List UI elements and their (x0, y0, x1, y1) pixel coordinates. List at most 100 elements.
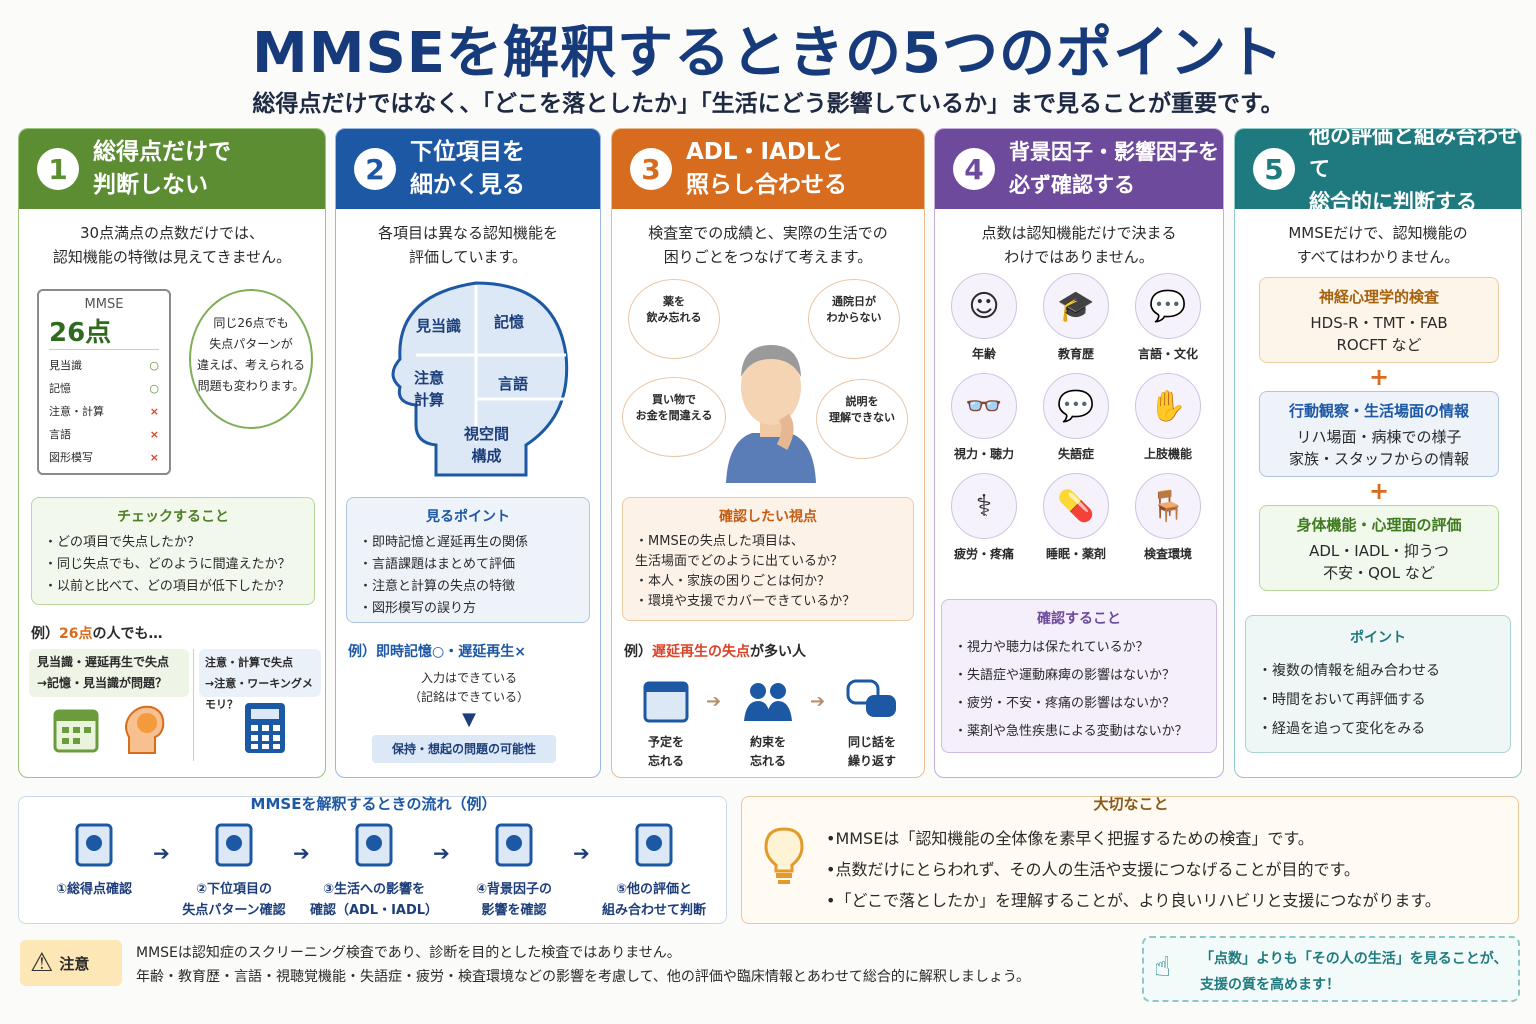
bubble-forget-medicine: 薬を 飲み忘れる (628, 279, 720, 359)
pointing-hand-icon: ☝ (1154, 950, 1172, 983)
flow-step-label: ②下位項目の 失点パターン確認 (182, 882, 286, 918)
confirm-item: 薬剤や急性疾患による変動はないか？ (954, 718, 1204, 746)
important-item: •「どこで落としたか」を理解することが、より良いリハビリと支援につながります。 (826, 891, 1441, 910)
person-question-icon (349, 819, 399, 869)
check-item: 同じ失点でも、どのように間違えたか？ (44, 554, 302, 576)
plus-icon: + (1369, 363, 1390, 391)
evaluation-block-body: HDS-R・TMT・FAB ROCFT など (1310, 314, 1448, 354)
point-2-lead: 各項目は異なる認知機能を 評価しています。 (377, 224, 558, 266)
flow-step: ①総得点確認 (29, 819, 159, 900)
tip-line1: 「点数」よりも「その人の生活」を見ることが、 (1200, 951, 1508, 967)
caution-badge: ⚠注意 (20, 940, 122, 986)
flow-step-label: ③生活への影響を 確認（ADL・IADL） (309, 882, 439, 918)
factor-label: 視力・聴力 (953, 447, 1014, 461)
puzzle-memory: 記憶 (494, 313, 525, 331)
viewpoint-item: MMSEの失点した項目は、 生活場面でどのように出ているか？ (635, 532, 901, 572)
example-suffix: の人でも… (92, 626, 163, 642)
flow-arrow-icon: ➔ (573, 841, 590, 865)
view-points-title: 見るポイント (426, 509, 510, 525)
schedule-calendar-icon (643, 681, 689, 723)
puzzle-attention: 注意 計算 (414, 369, 445, 409)
calendar-icon (53, 709, 99, 753)
point-4-lead: 点数は認知機能だけで決まる わけではありません。 (981, 224, 1177, 266)
point-3-title-line1: ADL・IADLと (686, 139, 844, 165)
sheet-label: MMSE (84, 297, 124, 312)
factor-label: 年齢 (971, 347, 996, 361)
flow-step-label: ④背景因子の 影響を確認 (475, 882, 552, 918)
flow-arrow-icon: ➔ (433, 841, 450, 865)
flow-step-3: 同じ話を 繰り返す (847, 735, 896, 768)
evaluation-block: 行動観察・生活場面の情報リハ場面・病棟での様子 家族・スタッフからの情報 (1259, 391, 1499, 477)
factor-label: 失語症 (1057, 447, 1094, 461)
speech-bubbles-icon (846, 679, 896, 717)
point-3-example-heading: 例）遅延再生の失点が多い人 (624, 644, 806, 660)
sheet-row-mark: ○ (149, 382, 159, 395)
check-item: 以前と比べて、どの項目が低下したか？ (44, 576, 302, 598)
magnifier-icon (489, 819, 539, 869)
confirm-item: 視力や聴力は保たれているか？ (954, 634, 1204, 662)
flow-step-2: 約束を 忘れる (749, 735, 786, 768)
confirm-viewpoint-box: 確認したい視点 MMSEの失点した項目は、 生活場面でどのように出ているか？本人… (622, 497, 914, 621)
point-item: 経過を追って変化をみる (1258, 715, 1498, 744)
point-2-card: 2 下位項目を細かく見る 各項目は異なる認知機能を 評価しています。 見当識 記… (335, 128, 601, 778)
point-5-title-line1: 他の評価と組み合わせて (1309, 128, 1519, 181)
confirm-title: 確認すること (1037, 611, 1121, 627)
point-3-card: 3 ADL・IADLと照らし合わせる 検査室での成績と、実際の生活での 困りごと… (611, 128, 925, 778)
example-b: 注意・計算で失点 →注意・ワーキングメモリ？ (199, 649, 321, 711)
puzzle-orientation: 見当識 (416, 317, 462, 335)
factor-item: ⚕疲労・疼痛 (945, 473, 1023, 562)
point-5-number: 5 (1253, 148, 1295, 190)
point-box: ポイント 複数の情報を組み合わせる時間をおいて再評価する経過を追って変化をみる (1245, 615, 1511, 753)
sheet-row-label: 注意・計算 (49, 405, 104, 418)
puzzle-icon (209, 819, 259, 869)
point-3-lead: 検査室での成績と、実際の生活での 困りごとをつなげて考えます。 (648, 224, 888, 266)
factor-label: 教育歴 (1057, 347, 1094, 361)
brain-head-icon (125, 705, 165, 754)
view-point-item: 言語課題はまとめて評価 (359, 554, 577, 576)
caution-line2: 年齢・教育歴・言語・視聴覚機能・失語症・疲労・検査環境などの影響を考慮して、他の… (136, 969, 1031, 985)
point-1-title-line2: 判断しない (93, 172, 208, 198)
point-2-number: 2 (354, 148, 396, 190)
bubble-hospital-date: 通院日が わからない (808, 279, 900, 359)
viewpoint-item: 環境や支援でカバーできているか？ (635, 592, 901, 612)
tip-box: ☝ 「点数」よりも「その人の生活」を見ることが、 支援の質を高めます！ (1142, 936, 1520, 1002)
evaluation-block-title: 行動観察・生活場面の情報 (1288, 402, 1469, 420)
point-item: 時間をおいて再評価する (1258, 686, 1498, 715)
puzzle-visuospatial: 視空間 構成 (464, 425, 510, 465)
factor-icon: ⚕ (951, 473, 1017, 539)
point-1-title-line1: 総得点だけで (93, 139, 231, 165)
sheet-row-mark: × (149, 451, 159, 464)
factor-icon: ✋ (1135, 373, 1201, 439)
point-1-card: 1 総得点だけで判断しない 30点満点の点数だけでは、 認知機能の特徴は見えてき… (18, 128, 326, 778)
evaluation-block-title: 神経心理学的検査 (1318, 288, 1439, 306)
factor-label: 検査環境 (1143, 547, 1192, 561)
couple-icon (744, 683, 792, 721)
evaluation-block: 神経心理学的検査 HDS-R・TMT・FAB ROCFT など (1259, 277, 1499, 363)
important-list: •MMSEは「認知機能の全体像を素早く把握するための検査」です。•点数だけにとら… (826, 823, 1441, 916)
view-point-item: 注意と計算の失点の特徴 (359, 576, 577, 598)
view-points-box: 見るポイント 即時記憶と遅延再生の関係言語課題はまとめて評価注意と計算の失点の特… (346, 497, 590, 623)
point-5-lead: MMSEだけで、認知機能の すべてはわかりません。 (1288, 224, 1468, 266)
flow-step: ②下位項目の 失点パターン確認 (169, 819, 299, 921)
team-icon (629, 819, 679, 869)
sheet-row-label: 記憶 (49, 382, 71, 395)
mmse-score-sheet: MMSE 26点 見当識○記憶○注意・計算×言語×図形模写× (37, 289, 171, 475)
factor-item: 💊睡眠・薬剤 (1037, 473, 1115, 562)
vertical-divider (193, 649, 194, 761)
sheet-row: 記憶 ○ (49, 377, 159, 400)
point-2-title-line1: 下位項目を (410, 139, 525, 165)
sheet-row-label: 図形模写 (49, 451, 93, 464)
sheet-row-mark: × (149, 405, 159, 418)
factor-item: 💬言語・文化 (1129, 273, 1207, 362)
tip-line2: 支援の質を高めます！ (1200, 977, 1340, 993)
lightbulb-icon (764, 827, 804, 884)
page-subtitle: 総得点だけではなく、「どこを落としたか」「生活にどう影響しているか」まで見ること… (252, 91, 1284, 117)
point-1-number: 1 (37, 148, 79, 190)
confirm-box: 確認すること 視力や聴力は保たれているか？失語症や運動麻痺の影響はないか？疲労・… (941, 599, 1217, 753)
sheet-row-mark: ○ (149, 359, 159, 372)
flow-arrow-icon: ➔ (153, 841, 170, 865)
view-point-item: 即時記憶と遅延再生の関係 (359, 532, 577, 554)
calculator-icon (245, 703, 285, 753)
confirm-item: 疲労・不安・疼痛の影響はないか？ (954, 690, 1204, 718)
point-3-number: 3 (630, 148, 672, 190)
